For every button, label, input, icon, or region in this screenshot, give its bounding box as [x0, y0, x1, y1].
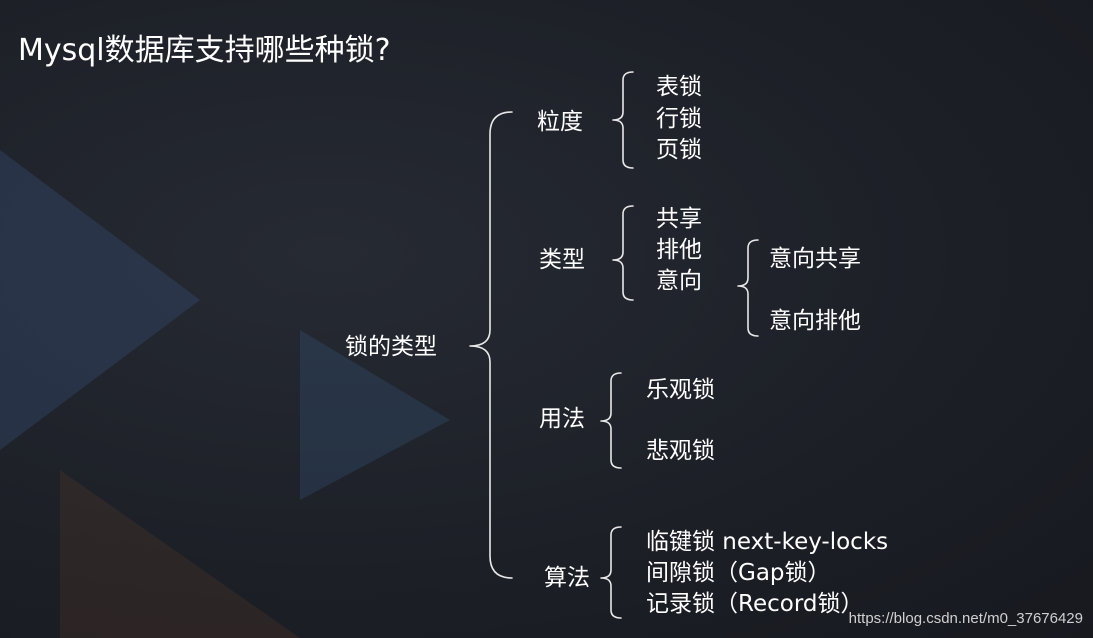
category-usage: 用法	[539, 406, 585, 432]
leaf-table-lock: 表锁	[656, 74, 702, 100]
bracket-type	[612, 205, 634, 301]
leaf-shared: 共享	[656, 206, 702, 232]
leaf-optimistic-lock: 乐观锁	[646, 377, 715, 403]
leaf-row-lock: 行锁	[656, 106, 702, 132]
category-type: 类型	[539, 247, 585, 273]
bracket-granularity	[612, 71, 634, 169]
bracket-usage	[600, 372, 622, 469]
leaf-pessimistic-lock: 悲观锁	[646, 438, 715, 464]
blue-triangle-large	[0, 150, 200, 450]
category-granularity: 粒度	[537, 109, 583, 135]
leaf-exclusive: 排他	[656, 237, 702, 263]
orange-triangle	[60, 470, 300, 638]
bracket-intention	[737, 239, 759, 337]
leaf-intention-exclusive: 意向排他	[769, 308, 861, 334]
leaf-intention-shared: 意向共享	[769, 246, 861, 272]
blue-triangle-small	[300, 330, 450, 500]
leaf-next-key-lock: 临键锁 next-key-locks	[646, 529, 889, 555]
category-algorithm: 算法	[544, 565, 590, 591]
watermark-url: https://blog.csdn.net/m0_37676429	[848, 610, 1083, 627]
root-node: 锁的类型	[345, 334, 437, 360]
leaf-page-lock: 页锁	[656, 137, 702, 163]
leaf-record-lock: 记录锁（Record锁）	[646, 591, 864, 617]
leaf-intention: 意向	[656, 268, 702, 294]
leaf-gap-lock: 间隙锁（Gap锁）	[646, 560, 831, 586]
root-bracket	[469, 111, 513, 579]
page-title: Mysql数据库支持哪些种锁?	[18, 33, 391, 68]
bracket-algorithm	[600, 526, 622, 619]
